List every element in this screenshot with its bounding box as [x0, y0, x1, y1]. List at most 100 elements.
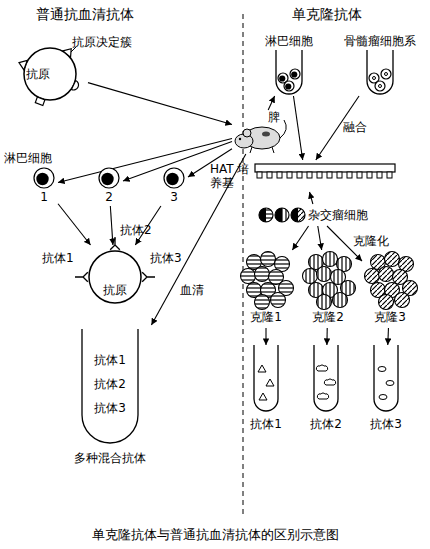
mouse-ear	[243, 129, 251, 137]
clone-cell	[379, 295, 394, 310]
test-tube	[374, 345, 398, 411]
node-text: 克隆1	[238, 310, 294, 324]
mouse-tail	[280, 120, 286, 138]
section-heading: 单克隆抗体	[292, 6, 362, 22]
lymph-node: 3	[160, 166, 188, 206]
node-text: 抗体3	[360, 417, 412, 431]
node-text: 抗体1	[240, 417, 292, 431]
node-text: 抗体2	[300, 417, 352, 431]
cell-nucleus	[379, 85, 382, 88]
cell-symbol	[381, 69, 391, 79]
node-text: 脾	[268, 110, 280, 124]
cell-symbol	[99, 168, 119, 188]
lymph-node: 2	[95, 166, 123, 206]
antigen-determinant	[35, 97, 45, 105]
clone-cell	[255, 267, 270, 282]
plate-well	[317, 172, 322, 178]
node-text: 淋巴细胞	[262, 34, 316, 48]
annotation-label: 抗体2	[120, 222, 152, 238]
plate-well	[267, 172, 272, 178]
antibody-symbol	[316, 365, 327, 371]
antibody-symbol	[266, 379, 274, 386]
clone-cell	[323, 252, 338, 267]
complex-node: 抗原	[80, 245, 150, 307]
mouse-eye	[239, 138, 241, 140]
annotation-label: 抗原决定簇	[72, 34, 132, 50]
divider-line	[243, 14, 244, 515]
tubeMyeloma-node: 骨髓瘤细胞系	[336, 34, 424, 96]
mouse-leg	[250, 147, 252, 153]
cell-symbol	[290, 69, 300, 79]
tubeCells-node: 淋巴细胞	[262, 34, 316, 96]
node-text: 3	[160, 190, 188, 204]
node-text: HAT 培养基	[210, 162, 250, 190]
cell-half	[291, 208, 298, 222]
plate-node: HAT 培养基	[210, 160, 400, 192]
connector-arrow	[293, 96, 302, 160]
connector-arrow	[58, 204, 91, 245]
annotation-label: 抗体1	[42, 250, 74, 266]
test-tube	[367, 50, 393, 94]
test-tube	[314, 345, 338, 411]
culture-plate	[255, 164, 395, 172]
plate-well	[387, 172, 392, 178]
antibody-symbol	[379, 395, 387, 400]
clone-cell	[365, 269, 380, 284]
cell-nucleus	[279, 75, 285, 81]
smallTube-node: 抗体2	[306, 345, 346, 435]
edge-label: 血清	[180, 283, 204, 297]
connector-arrow	[58, 139, 232, 183]
plate-well	[307, 172, 312, 178]
cell-symbol	[284, 81, 294, 91]
section-heading: 普通抗血清抗体	[36, 6, 134, 22]
connector-arrow	[110, 206, 113, 245]
clone-cell	[261, 252, 276, 267]
test-tube	[254, 345, 278, 411]
antigen-node: 抗原	[8, 40, 88, 102]
clone-cell	[379, 267, 394, 282]
plate-well	[297, 172, 302, 178]
cell-nucleus	[373, 77, 376, 80]
node-text: 1	[30, 190, 58, 204]
cell-symbol	[259, 208, 273, 222]
cell-half	[259, 208, 266, 222]
clone-cell	[385, 252, 400, 267]
cell-symbol	[275, 208, 289, 222]
cell-nucleus	[166, 173, 178, 185]
cell-nucleus	[36, 173, 48, 185]
connector-arrow	[88, 83, 232, 125]
plate-well	[347, 172, 352, 178]
antigen-determinant	[17, 58, 27, 70]
plate-well	[377, 172, 382, 178]
antibody-symbol	[75, 272, 88, 282]
cell-symbol	[375, 81, 385, 91]
antibody-symbol	[386, 381, 394, 386]
clone-cell	[395, 293, 410, 308]
connector-arrow	[292, 226, 308, 250]
plate-well	[357, 172, 362, 178]
cell-nucleus	[291, 71, 297, 77]
cluster-node: 克隆3	[362, 250, 418, 328]
plate-well	[257, 172, 262, 178]
antibody-symbol	[258, 365, 266, 372]
connector-arrow	[326, 328, 327, 345]
cell-symbol	[34, 168, 54, 188]
clone-cell	[303, 269, 318, 284]
antibody-symbol	[110, 237, 120, 250]
node-text: 抗原	[80, 283, 150, 297]
connector-arrow	[318, 226, 322, 250]
connector-arrow	[268, 96, 274, 110]
cell-half	[275, 208, 282, 222]
cluster-node: 克隆1	[238, 250, 294, 328]
node-text: 抗原	[26, 67, 50, 81]
cell-nucleus	[385, 73, 388, 76]
test-tube	[276, 50, 302, 94]
node-text: 克隆3	[362, 310, 418, 324]
clone-cell	[317, 295, 332, 310]
annotation-label: 淋巴细胞	[4, 150, 52, 166]
plate-well	[367, 172, 372, 178]
node-text: 2	[95, 190, 123, 204]
plate-well	[277, 172, 282, 178]
cell-symbol	[291, 208, 305, 222]
